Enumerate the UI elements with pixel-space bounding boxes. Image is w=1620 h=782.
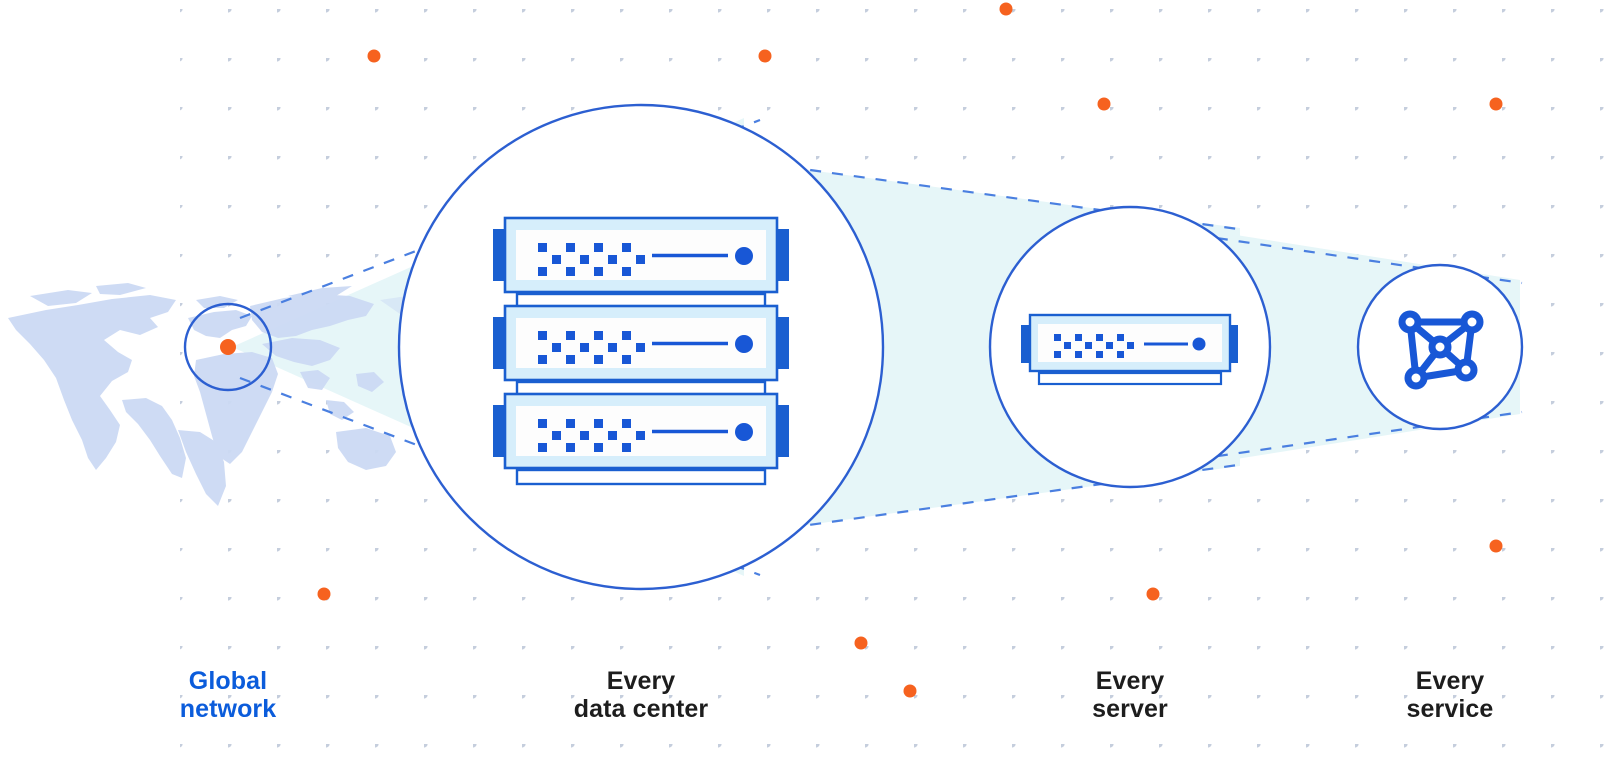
led-indicator-grid <box>538 419 645 452</box>
every-data-center-group <box>397 103 885 591</box>
label-every-server: Every server <box>1092 667 1168 723</box>
led-indicator-grid <box>1054 334 1134 358</box>
status-dot <box>735 247 753 265</box>
server-rack-unit-3 <box>493 392 789 486</box>
every-server-group <box>988 205 1272 489</box>
status-dot <box>735 423 753 441</box>
led-indicator-grid <box>538 331 645 364</box>
global-network-focus <box>183 302 273 392</box>
server-rack-unit-1 <box>493 216 789 310</box>
status-dot <box>735 335 753 353</box>
accent-grid-dots <box>317 2 1503 698</box>
network-node-dots <box>1398 310 1484 390</box>
label-every-service: Every service <box>1406 667 1494 723</box>
server-icon <box>1021 313 1238 386</box>
label-every-data-center: Every data center <box>573 667 709 723</box>
server-rack-unit-2 <box>493 304 789 398</box>
led-indicator-grid <box>538 243 645 276</box>
status-dot <box>1192 337 1206 351</box>
map-marker-dot <box>220 339 236 355</box>
every-service-group <box>1356 263 1524 431</box>
label-global-network: Global network <box>179 667 277 723</box>
